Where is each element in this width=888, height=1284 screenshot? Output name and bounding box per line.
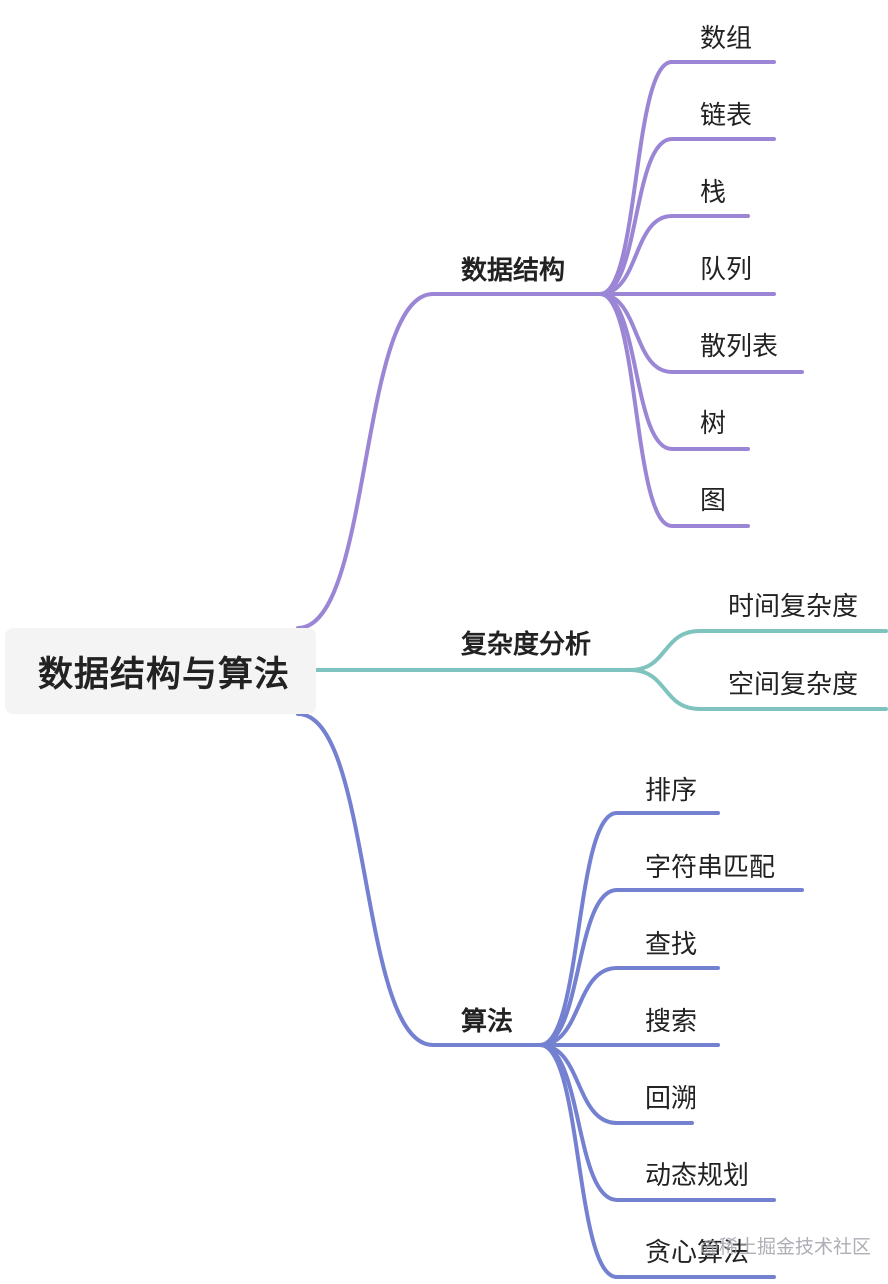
branch-connector-0 (296, 292, 602, 630)
leaf-connector-1-0 (628, 629, 888, 672)
leaf-connector-2-5 (538, 1043, 776, 1202)
branch-label-algorithms[interactable]: 算法 (461, 1007, 514, 1037)
watermark-text: @稀土掘金技术社区 (700, 1236, 872, 1258)
leaf-connector-1-1 (628, 668, 888, 711)
leaf-connector-2-4 (538, 1043, 694, 1125)
leaf-time-complexity[interactable]: 时间复杂度 (728, 592, 859, 622)
leaf-connector-2-0 (538, 811, 720, 1047)
leaf-connector-0-1 (598, 137, 776, 296)
branch-label-complexity[interactable]: 复杂度分析 (461, 630, 592, 660)
leaf-hash-table[interactable]: 散列表 (700, 332, 779, 362)
leaf-queue[interactable]: 队列 (700, 255, 753, 285)
branch-connector-2 (296, 712, 542, 1047)
leaf-graph[interactable]: 图 (700, 486, 727, 516)
leaf-backtracking[interactable]: 回溯 (645, 1084, 698, 1114)
root-node-label: 数据结构与算法 (38, 655, 291, 695)
leaf-space-complexity[interactable]: 空间复杂度 (728, 670, 859, 700)
leaf-search[interactable]: 搜索 (645, 1007, 698, 1037)
leaf-sorting[interactable]: 排序 (645, 776, 698, 806)
leaf-linked-list[interactable]: 链表 (700, 101, 753, 131)
leaf-connector-0-2 (598, 214, 750, 296)
leaf-tree[interactable]: 树 (700, 409, 727, 439)
root-node[interactable] (5, 628, 316, 714)
leaf-array[interactable]: 数组 (700, 24, 753, 54)
leaf-stack[interactable]: 栈 (700, 178, 727, 208)
leaf-connector-2-1 (538, 888, 804, 1047)
leaf-dynamic-programming[interactable]: 动态规划 (645, 1161, 750, 1191)
leaf-connector-2-2 (538, 966, 720, 1047)
leaf-connector-0-4 (598, 292, 804, 374)
leaf-lookup[interactable]: 查找 (645, 930, 698, 960)
leaf-connector-0-6 (598, 292, 750, 528)
leaf-connector-2-6 (538, 1043, 776, 1279)
leaf-connector-0-0 (598, 60, 776, 296)
leaf-greedy[interactable]: 贪心算法 (645, 1238, 750, 1268)
leaf-string-matching[interactable]: 字符串匹配 (645, 853, 776, 883)
branch-label-data-structures[interactable]: 数据结构 (461, 256, 566, 286)
